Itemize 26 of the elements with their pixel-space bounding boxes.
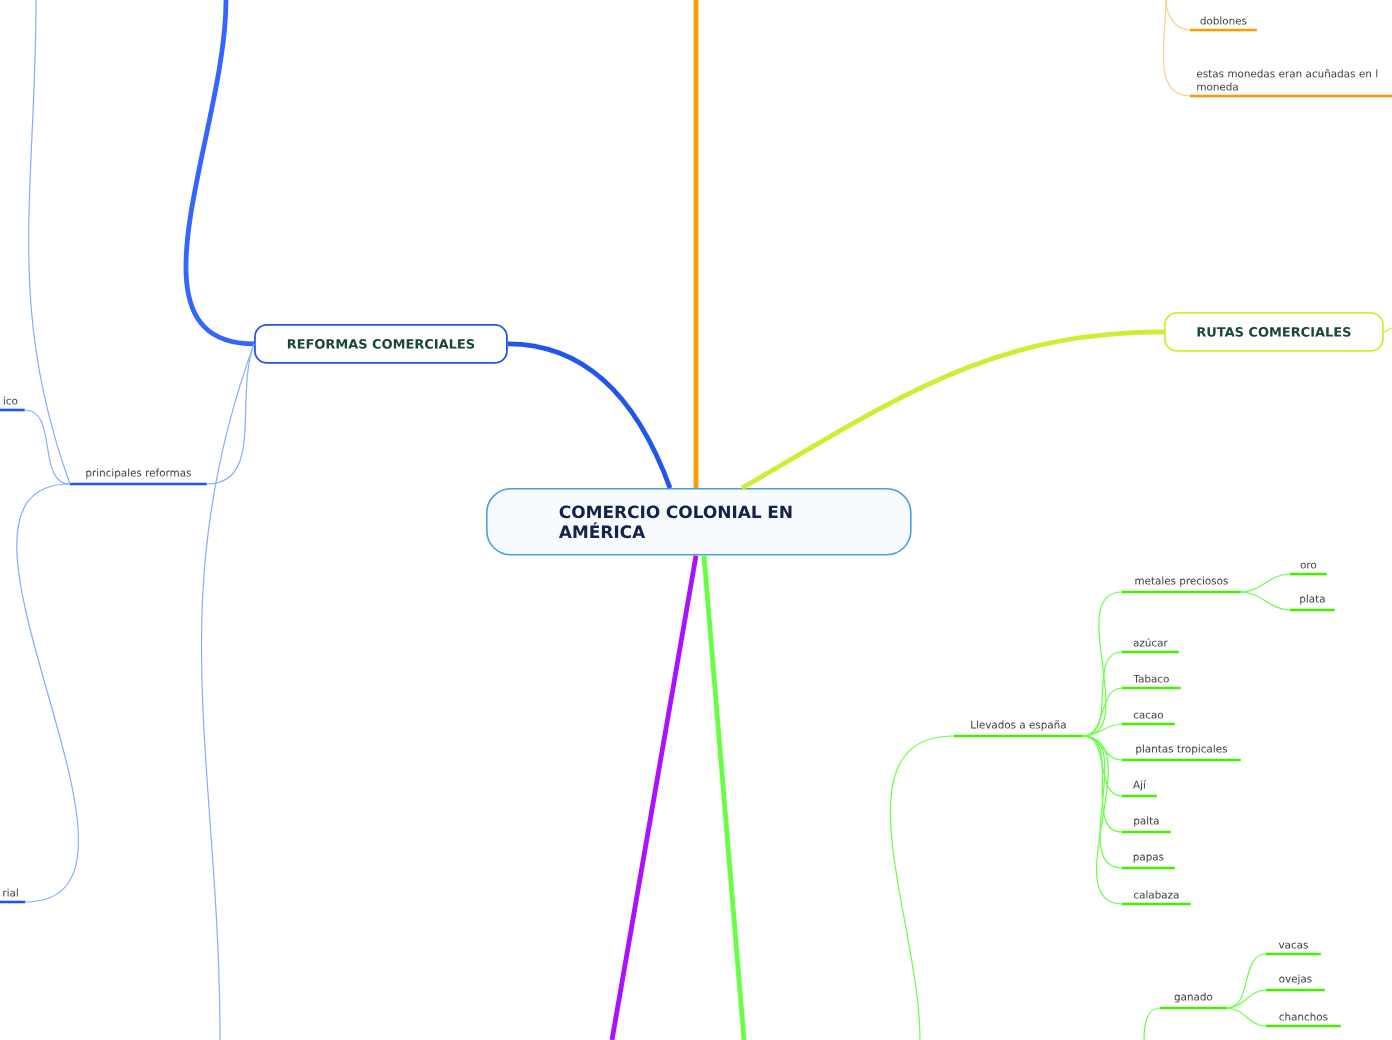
connector <box>1143 1007 1161 1040</box>
connector <box>28 0 71 485</box>
connector <box>24 409 71 485</box>
connector <box>16 483 79 903</box>
connector <box>1162 0 1191 97</box>
connector <box>183 0 255 347</box>
connector <box>1082 735 1123 797</box>
connector <box>609 555 699 1040</box>
connector <box>1226 989 1267 1009</box>
connector <box>1082 723 1123 737</box>
connector <box>1383 327 1392 333</box>
connector <box>1240 573 1291 593</box>
central-topic-box: COMERCIO COLONIAL EN AMÉRICA <box>486 487 912 556</box>
connector <box>1240 591 1291 611</box>
connector <box>507 341 673 489</box>
connector <box>206 343 255 485</box>
connector <box>889 735 955 1040</box>
connector <box>1226 1007 1267 1027</box>
connector <box>201 343 255 1040</box>
connector <box>693 0 699 488</box>
connector <box>701 555 747 1040</box>
connector <box>1165 0 1191 31</box>
connector <box>1082 735 1123 905</box>
connector <box>740 329 1165 491</box>
connector <box>1082 687 1123 737</box>
connector <box>1226 953 1267 1009</box>
